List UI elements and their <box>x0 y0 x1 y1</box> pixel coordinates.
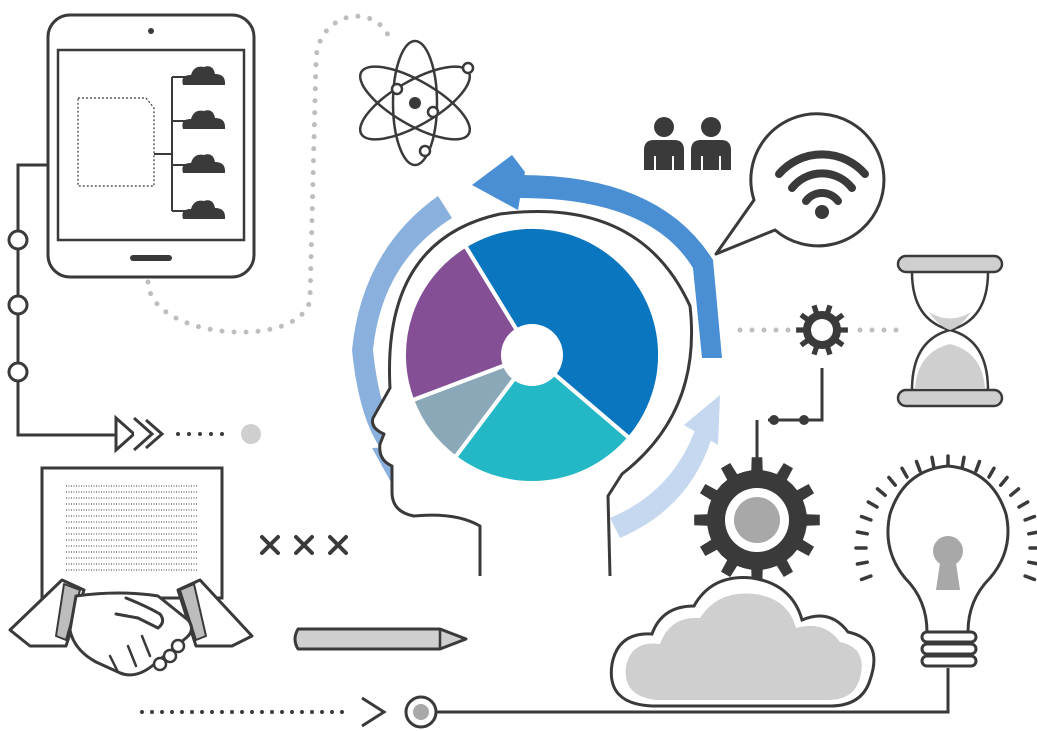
close-marks <box>260 535 348 555</box>
pie-chart-icon <box>401 224 663 485</box>
close-icon <box>328 535 348 555</box>
bottom-arrowhead-icon <box>361 696 387 728</box>
pie-slice-teal <box>453 353 632 485</box>
cycle-arrow-bottom <box>610 430 712 538</box>
light-ray <box>900 466 909 479</box>
gray-dot <box>241 424 261 444</box>
cloud-icon <box>182 154 226 173</box>
cycle-arrow-left <box>352 196 452 460</box>
hand-bead-chain <box>152 638 186 672</box>
connector-dot <box>769 415 779 425</box>
gear-hub <box>811 319 833 341</box>
cloud-icon <box>609 576 876 708</box>
gear-icon <box>694 457 820 583</box>
connector-nodes <box>7 229 29 383</box>
light-ray <box>998 475 1009 487</box>
light-ray <box>914 459 922 473</box>
connector-node <box>7 294 29 316</box>
atom-icon <box>358 39 475 167</box>
light-ray <box>875 487 887 498</box>
connector-node <box>7 229 29 251</box>
light-ray <box>1009 487 1021 498</box>
light-ray <box>887 475 898 487</box>
light-ray <box>866 500 879 509</box>
light-ray <box>930 455 936 469</box>
light-ray <box>855 560 869 566</box>
gear-connector-line <box>768 368 824 422</box>
lightbulb-rays <box>854 454 1037 582</box>
handshake-icon <box>8 578 254 677</box>
light-ray <box>1023 514 1037 522</box>
people-icon <box>644 117 731 170</box>
pie-center-hole <box>501 324 563 386</box>
connector-dot <box>799 415 809 425</box>
document-icon <box>40 466 224 600</box>
pencil-icon <box>293 627 468 651</box>
fast-forward-icon <box>114 414 165 454</box>
tablet-cloud-list <box>182 66 226 219</box>
cloud-icon <box>182 200 226 219</box>
gear-hub <box>734 497 780 543</box>
light-ray <box>974 459 982 473</box>
dotted-paths <box>140 13 908 714</box>
tablet-icon <box>46 13 256 279</box>
hourglass-icon <box>896 254 1004 408</box>
pie-slice-purple <box>401 243 534 403</box>
close-icon <box>260 535 280 555</box>
target-node-icon <box>404 695 438 729</box>
light-ray <box>987 466 996 479</box>
bottom-connector-line <box>436 668 950 714</box>
light-ray <box>1023 574 1037 582</box>
dotted-path-tablet-atom <box>145 13 395 335</box>
connector-node <box>7 361 29 383</box>
light-ray <box>960 455 966 469</box>
light-ray <box>859 514 873 522</box>
light-ray <box>1017 500 1030 509</box>
keyhole-icon <box>933 536 963 590</box>
folder-outline-icon <box>77 97 155 187</box>
close-icon <box>294 535 314 555</box>
cloud-icon <box>182 110 226 129</box>
light-ray <box>1027 530 1037 536</box>
cycle-arrow-top <box>520 175 722 358</box>
wifi-icon <box>775 150 869 219</box>
pie-slice-blue <box>463 224 663 441</box>
cloud-icon <box>182 66 226 85</box>
light-ray <box>859 574 873 582</box>
light-ray <box>1027 560 1037 566</box>
small-gear-icon <box>796 304 848 356</box>
light-ray <box>855 530 869 536</box>
